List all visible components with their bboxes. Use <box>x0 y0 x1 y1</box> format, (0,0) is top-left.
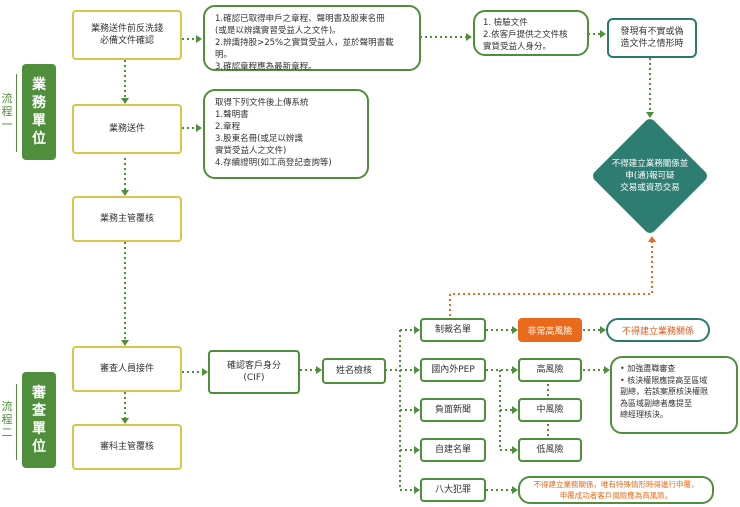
arrow-head <box>512 406 518 414</box>
flow-two-label: 流 程 二 <box>1 400 13 439</box>
confirm-id-node: 確認客戶身分 (CIF) <box>208 350 300 394</box>
name-check-node: 姓名檢核 <box>322 358 386 384</box>
biz-supervisor-node: 業務主管覆核 <box>72 196 182 242</box>
arrow-head <box>648 236 656 242</box>
arrow-head <box>414 366 420 374</box>
arrow-head <box>646 112 654 118</box>
arrow-head <box>512 366 518 374</box>
arrow-head <box>121 340 129 346</box>
arrow-head <box>512 446 518 454</box>
high-risk-node: 高風險 <box>518 358 582 382</box>
medium-risk-node: 中風險 <box>518 398 582 422</box>
verify-docs-node: 1. 檢驗文件 2.依客戶提供之文件核 實質受益人身分。 <box>473 10 589 56</box>
flow-one-bar <box>16 74 17 152</box>
arrow-head <box>196 35 202 43</box>
reviewer-node: 審查人員接件 <box>72 346 182 392</box>
arrow-head <box>121 418 129 424</box>
business-lane-label: 業 務 單 位 <box>22 64 56 160</box>
submit-note: 取得下列文件後上傳系統 1.聲明書 2.章程 3.股東名冊(或足以辨識 實質受益… <box>203 89 369 179</box>
review-supervisor-node: 審科主管覆核 <box>72 424 182 470</box>
arrow-head <box>466 33 472 41</box>
very-high-risk-node: 非常高風險 <box>518 318 582 342</box>
arrow-head <box>414 326 420 334</box>
crimes-warning-note: 不得建立業務關係，唯有特殊情形時得進行申覆， 申覆成功者客戶風險應為高風險。 <box>518 476 714 504</box>
arrow-head <box>316 366 322 374</box>
negative-news-node: 負面新聞 <box>420 398 486 422</box>
link-pep-vertical <box>499 370 512 451</box>
pre-check-node: 業務送件前反洗錢 必備文件確認 <box>72 10 182 60</box>
reject-decision: 不得建立業務關係並 申(通)報可疑 交易或資恐交易 <box>590 116 710 236</box>
arrow-head <box>414 446 420 454</box>
found-false-node: 發現有不實或偽 造文件之情形時 <box>607 18 697 58</box>
eight-crimes-node: 八大犯罪 <box>420 478 486 502</box>
link-sanction-reject <box>449 242 653 316</box>
arrow-head <box>512 326 518 334</box>
low-risk-node: 低風險 <box>518 438 582 462</box>
review-lane-label: 審 查 單 位 <box>22 372 56 468</box>
arrow-head <box>202 368 208 376</box>
arrow-head <box>196 124 202 132</box>
custom-list-node: 自建名單 <box>420 438 486 462</box>
submit-node: 業務送件 <box>72 104 182 154</box>
pep-node: 國內外PEP <box>420 358 486 382</box>
arrow-head <box>512 486 518 494</box>
arrow-head <box>121 190 129 196</box>
flow-one-label: 流 程 一 <box>1 92 13 131</box>
no-relation-node: 不得建立業務關係 <box>606 318 710 342</box>
reject-text: 不得建立業務關係並 申(通)報可疑 交易或資恐交易 <box>611 159 689 193</box>
arrow-head <box>600 326 606 334</box>
flow-two-bar <box>16 384 17 460</box>
sanction-list-node: 制裁名單 <box>420 318 486 342</box>
arrow-head <box>414 486 420 494</box>
arrow-head <box>121 98 129 104</box>
pre-check-note: 1.確認已取得申戶之章程、聲明書及股東名冊 (或是以辨識實習受益人之文件)。 2… <box>203 5 421 72</box>
arrow-head <box>604 366 610 374</box>
arrow-head <box>600 30 606 38</box>
arrow-head <box>414 406 420 414</box>
high-risk-note: • 加強盡職審查 • 核決權限應提高至區域 副總，若該案原核決權限 為區域副總者… <box>610 356 738 434</box>
